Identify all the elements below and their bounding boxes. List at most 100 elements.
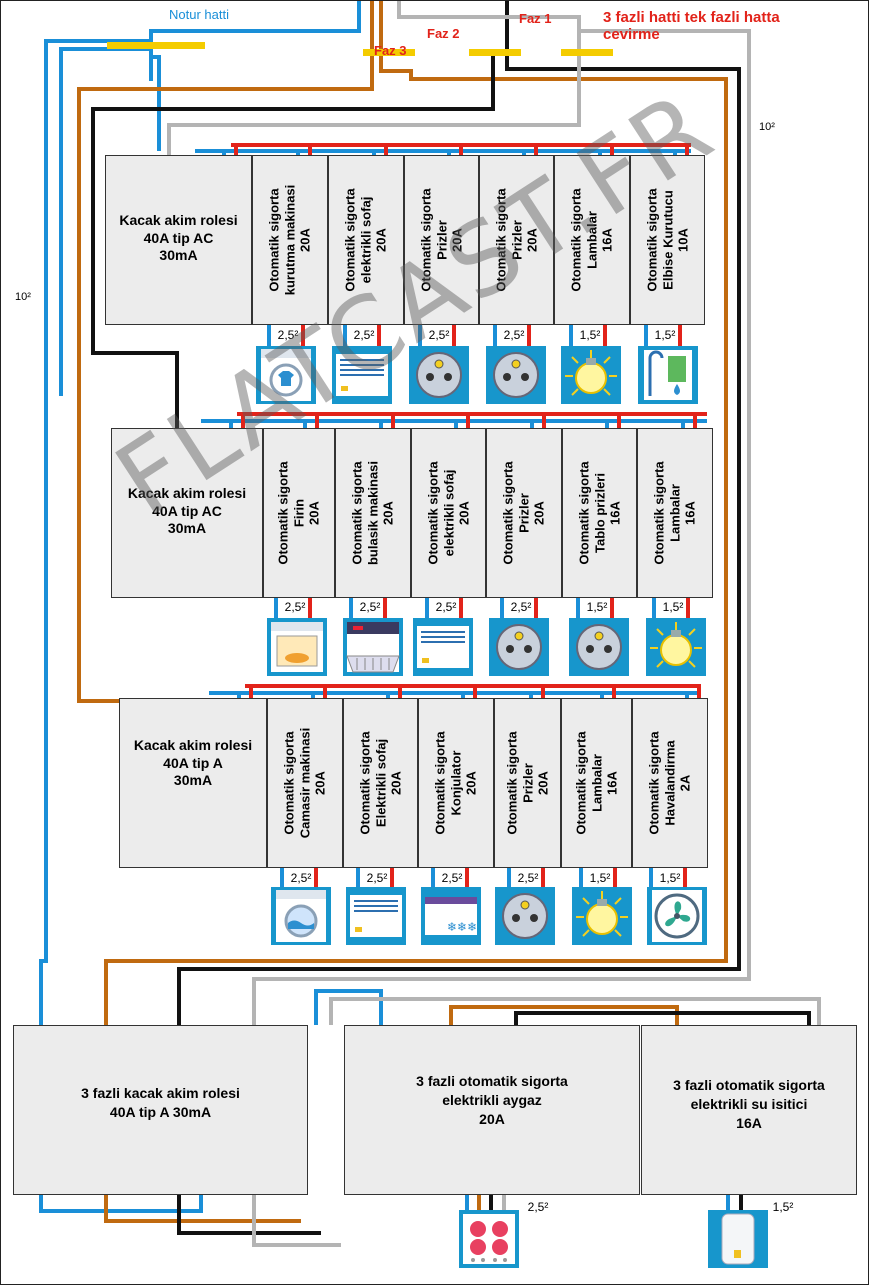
- breaker-r1-2-label: Otomatik sigorta elektrikli sofaj 20A: [342, 188, 389, 292]
- conversion-note-line1: 3 fazli hatti tek fazli hatta: [603, 9, 780, 26]
- lamp-icon: [561, 346, 621, 404]
- load-phase-r1-3: [452, 325, 456, 346]
- breaker-r3-2-label: Otomatik sigorta Elektrikli sofaj 20A: [357, 731, 404, 835]
- breaker-r1-4-label: Otomatik sigorta Prizler 20A: [493, 188, 540, 292]
- breaker-r2-2: Otomatik sigorta bulasik makinasi 20A: [335, 428, 411, 598]
- gauge-cooker: 2,5²: [527, 1200, 549, 1214]
- black-branch-wire: [91, 51, 495, 428]
- neutral-comb-tick-r1-2: [296, 149, 300, 155]
- neutral-comb-tick-r3-5: [529, 691, 533, 698]
- neutral-comb-tick-r3-1: [237, 691, 241, 698]
- tp-grey-bridge-wire: [329, 997, 821, 1025]
- conversion-note: 3 fazli hatti tek fazli hatta cevirme: [603, 9, 780, 44]
- gauge-r3-2: 2,5²: [366, 871, 388, 885]
- phase3-label: Faz 3: [374, 43, 407, 58]
- load-phase-r2-6: [686, 598, 690, 618]
- phase-comb-tick-r2-6: [617, 412, 621, 428]
- phase-comb-tick-r3-3: [398, 684, 402, 698]
- gauge-r2-5: 1,5²: [586, 600, 608, 614]
- neutral-third-wire: [151, 55, 161, 151]
- conversion-note-line2: cevirme: [603, 26, 660, 44]
- cooker-breaker-label: 3 fazli otomatik sigorta elektrikli ayga…: [416, 1073, 568, 1127]
- phase-comb-tick-r3-1: [249, 684, 253, 698]
- breaker-r3-5-label: Otomatik sigorta Lambalar 16A: [573, 731, 620, 835]
- neutral-comb-tick-r3-4: [461, 691, 465, 698]
- neutral-line-label: Notur hatti: [169, 7, 229, 22]
- cable-size-left: 10²: [15, 291, 31, 303]
- phase-comb-tick-r1-7: [685, 143, 689, 155]
- socket-icon: [569, 618, 629, 676]
- neutral-main-wire: [39, 39, 151, 1025]
- breaker-r2-2-label: Otomatik sigorta bulasik makinasi 20A: [349, 460, 396, 566]
- neutral-comb-tick-r3-2: [311, 691, 315, 698]
- oven-icon: [267, 618, 327, 676]
- breaker-r3-6: Otomatik sigorta Havalandirma 2A: [632, 698, 708, 868]
- phase-comb-tick-r2-1: [241, 412, 245, 428]
- phase-comb-tick-r1-3: [384, 143, 388, 155]
- tp-rcd-neutral-out-wire: [39, 1195, 203, 1213]
- dryer-icon: [256, 346, 316, 404]
- gauge-r2-3: 2,5²: [435, 600, 457, 614]
- tp-brown-bridge-wire: [449, 1005, 679, 1025]
- load-neutral-r3-1: [280, 868, 284, 887]
- water-heater-icon: [708, 1210, 768, 1268]
- breaker-r3-3: Otomatik sigorta Konjulator 20A: [418, 698, 494, 868]
- load-phase-r2-1: [308, 598, 312, 618]
- neutral-comb-tick-r1-5: [522, 149, 526, 155]
- neutral-comb-tick-r2-2: [303, 419, 307, 428]
- load-neutral-r2-6: [652, 598, 656, 618]
- phase-comb-tick-r1-4: [459, 143, 463, 155]
- gauge-r1-6: 1,5²: [654, 328, 676, 342]
- grey-feeder-wire: [167, 1, 581, 155]
- load-neutral-r2-2: [349, 598, 353, 618]
- black-feeder-wire: [177, 1, 741, 1025]
- phase-comb-tick-r3-7: [697, 684, 701, 698]
- load-neutral-r1-4: [493, 325, 497, 346]
- breaker-r3-4: Otomatik sigorta Prizler 20A: [494, 698, 561, 868]
- breaker-r1-5: Otomatik sigorta Lambalar 16A: [554, 155, 630, 325]
- gauge-r2-2: 2,5²: [359, 600, 381, 614]
- phase-comb-tick-r3-6: [612, 684, 616, 698]
- cable-size-right: 10²: [759, 121, 775, 133]
- heater-icon: [332, 346, 392, 404]
- tp-rcd-black-out-wire: [177, 1195, 321, 1235]
- phase1-label: Faz 1: [519, 11, 552, 26]
- breaker-r3-6-label: Otomatik sigorta Havalandirma 2A: [646, 731, 693, 835]
- load-neutral-r2-4: [500, 598, 504, 618]
- load-neutral-r3-2: [356, 868, 360, 887]
- breaker-r3-3-label: Otomatik sigorta Konjulator 20A: [432, 731, 479, 835]
- breaker-r2-4: Otomatik sigorta Prizler 20A: [486, 428, 562, 598]
- gauge-r2-4: 2,5²: [510, 600, 532, 614]
- breaker-r1-4: Otomatik sigorta Prizler 20A: [479, 155, 554, 325]
- breaker-r3-2: Otomatik sigorta Elektrikli sofaj 20A: [343, 698, 418, 868]
- gauge-r2-1: 2,5²: [284, 600, 306, 614]
- neutral-comb-row-1: [195, 149, 691, 153]
- rcd-row-3: Kacak akim rolesi 40A tip A 30mA: [119, 698, 267, 868]
- water-heater-breaker-label: 3 fazli otomatik sigorta elektrikli su i…: [673, 1077, 825, 1131]
- breaker-r2-6: Otomatik sigorta Lambalar 16A: [637, 428, 713, 598]
- load-phase-r1-5: [603, 325, 607, 346]
- phase-comb-tick-r3-5: [541, 684, 545, 698]
- socket-icon: [486, 346, 546, 404]
- washer-icon: [271, 887, 331, 945]
- gauge-r1-3: 2,5²: [428, 328, 450, 342]
- load-neutral-r3-6: [649, 868, 653, 887]
- load-phase-r2-3: [459, 598, 463, 618]
- breaker-r2-1: Otomatik sigorta Firin 20A: [263, 428, 335, 598]
- phase-comb-tick-r2-4: [466, 412, 470, 428]
- phase-comb-tick-r2-2: [315, 412, 319, 428]
- load-phase-r3-2: [390, 868, 394, 887]
- load-neutral-r1-6: [644, 325, 648, 346]
- load-neutral-r2-5: [576, 598, 580, 618]
- gauge-r1-4: 2,5²: [503, 328, 525, 342]
- neutral-comb-tick-r3-6: [600, 691, 604, 698]
- breaker-r2-4-label: Otomatik sigorta Prizler 20A: [500, 461, 547, 565]
- breaker-r3-5: Otomatik sigorta Lambalar 16A: [561, 698, 632, 868]
- load-phase-r3-5: [613, 868, 617, 887]
- tp-black-bridge-wire: [514, 1011, 811, 1025]
- breaker-r1-6-label: Otomatik sigorta Elbise Kurutucu 10A: [644, 188, 691, 292]
- load-phase-r1-1: [301, 325, 305, 346]
- neutral-comb-tick-r3-7: [685, 691, 689, 698]
